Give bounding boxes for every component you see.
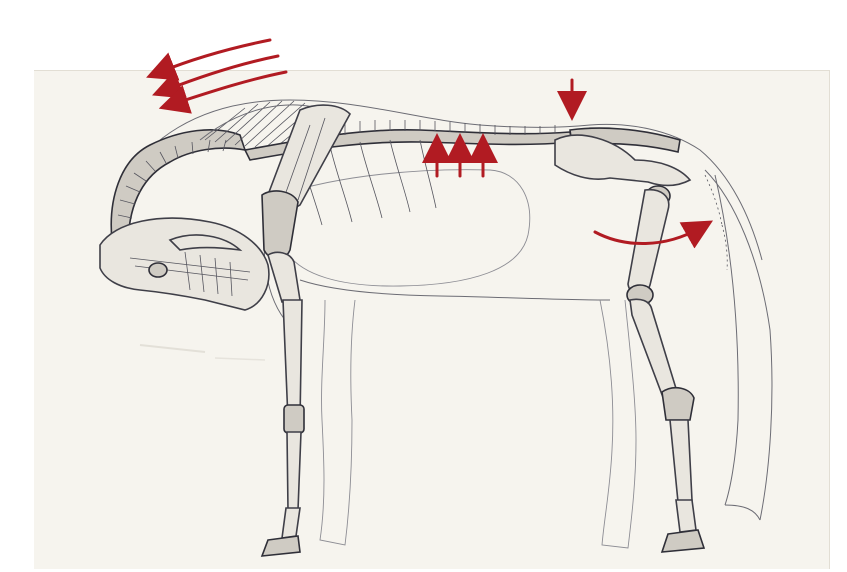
neck-pull-arrow-2 bbox=[166, 56, 278, 90]
neck-pull-arrows bbox=[160, 40, 286, 104]
back-lift-arrows bbox=[437, 148, 483, 176]
forelimb bbox=[262, 105, 355, 556]
ghost-marks bbox=[140, 345, 265, 360]
skull bbox=[100, 218, 269, 310]
neck-pull-arrow-1 bbox=[160, 40, 270, 72]
neck-pull-arrow-3 bbox=[173, 72, 286, 104]
hindlimb bbox=[555, 135, 704, 552]
